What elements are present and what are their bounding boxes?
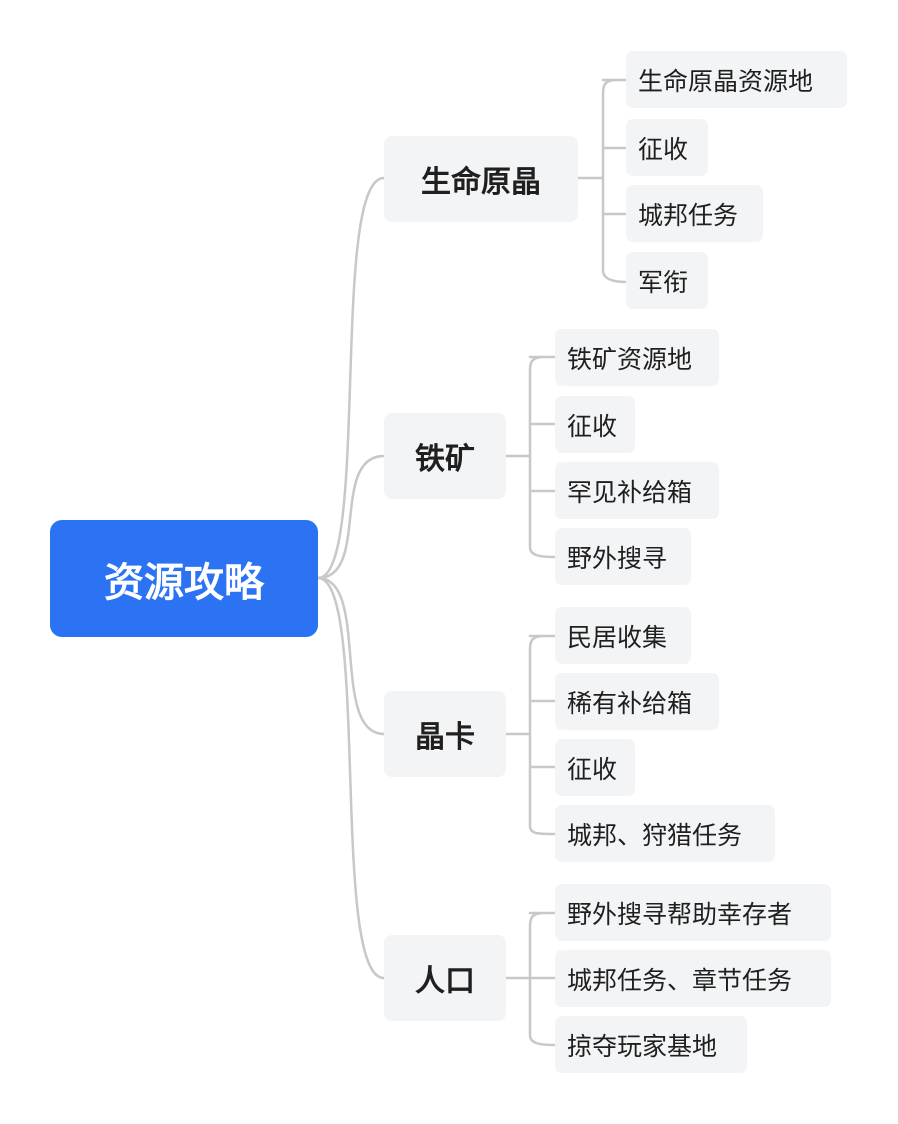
leaf-label: 城邦任务、章节任务 (567, 965, 793, 995)
leaf-label: 铁矿资源地 (567, 344, 693, 374)
leaf-iron-ore-levy[interactable]: 征收 (555, 396, 635, 453)
leaf-label: 掠夺玩家基地 (567, 1031, 718, 1061)
leaf-crystal-card-city-hunt-quest[interactable]: 城邦、狩猎任务 (555, 805, 775, 862)
root-node[interactable]: 资源攻略 (50, 520, 318, 637)
leaf-population-raid-player-base[interactable]: 掠夺玩家基地 (555, 1016, 747, 1073)
connector-root-iron-ore (316, 454, 386, 580)
leaf-life-crystal-city-quest[interactable]: 城邦任务 (626, 185, 763, 242)
connector-life-crystal-leaves (576, 78, 628, 284)
leaf-label: 征收 (567, 754, 618, 784)
leaf-label: 城邦任务 (638, 200, 739, 230)
connector-root-population (316, 576, 386, 980)
leaf-label: 生命原晶资源地 (638, 66, 814, 96)
leaf-label: 野外搜寻 (567, 543, 668, 573)
leaf-label: 城邦、狩猎任务 (567, 820, 743, 850)
connector-iron-ore-leaves (504, 355, 557, 559)
connector-crystal-card-leaves (504, 634, 557, 836)
branch-label: 人口 (415, 964, 475, 999)
leaf-crystal-card-levy[interactable]: 征收 (555, 739, 635, 796)
leaf-label: 征收 (638, 134, 689, 164)
connector-root-life-crystal (316, 176, 386, 580)
leaf-label: 征收 (567, 411, 618, 441)
branch-label: 生命原晶 (421, 165, 541, 200)
leaf-life-crystal-levy[interactable]: 征收 (626, 119, 708, 176)
leaf-label: 野外搜寻帮助幸存者 (567, 899, 793, 929)
branch-population[interactable]: 人口 (384, 935, 506, 1021)
branch-crystal-card[interactable]: 晶卡 (384, 691, 506, 777)
leaf-label: 稀有补给箱 (567, 688, 693, 718)
leaf-iron-ore-resource-site[interactable]: 铁矿资源地 (555, 329, 719, 386)
leaf-label: 军衔 (638, 267, 689, 297)
leaf-life-crystal-rank[interactable]: 军衔 (626, 252, 708, 309)
branch-label: 晶卡 (415, 720, 475, 755)
leaf-label: 罕见补给箱 (567, 477, 693, 507)
leaf-population-city-chapter-quest[interactable]: 城邦任务、章节任务 (555, 950, 831, 1007)
branch-iron-ore[interactable]: 铁矿 (384, 413, 506, 499)
root-label: 资源攻略 (104, 559, 264, 606)
leaf-crystal-card-rare-supply-box[interactable]: 稀有补给箱 (555, 673, 719, 730)
leaf-crystal-card-residence-collection[interactable]: 民居收集 (555, 607, 691, 664)
leaf-population-rescue-survivors[interactable]: 野外搜寻帮助幸存者 (555, 884, 831, 941)
connector-population-leaves (504, 911, 557, 1047)
connector-root-crystal-card (316, 576, 386, 736)
leaf-iron-ore-field-search[interactable]: 野外搜寻 (555, 528, 691, 585)
leaf-iron-ore-rare-supply-box[interactable]: 罕见补给箱 (555, 462, 719, 519)
branch-life-crystal[interactable]: 生命原晶 (384, 136, 578, 222)
leaf-label: 民居收集 (567, 622, 668, 652)
branch-label: 铁矿 (415, 442, 475, 477)
leaf-life-crystal-resource-site[interactable]: 生命原晶资源地 (626, 51, 847, 108)
